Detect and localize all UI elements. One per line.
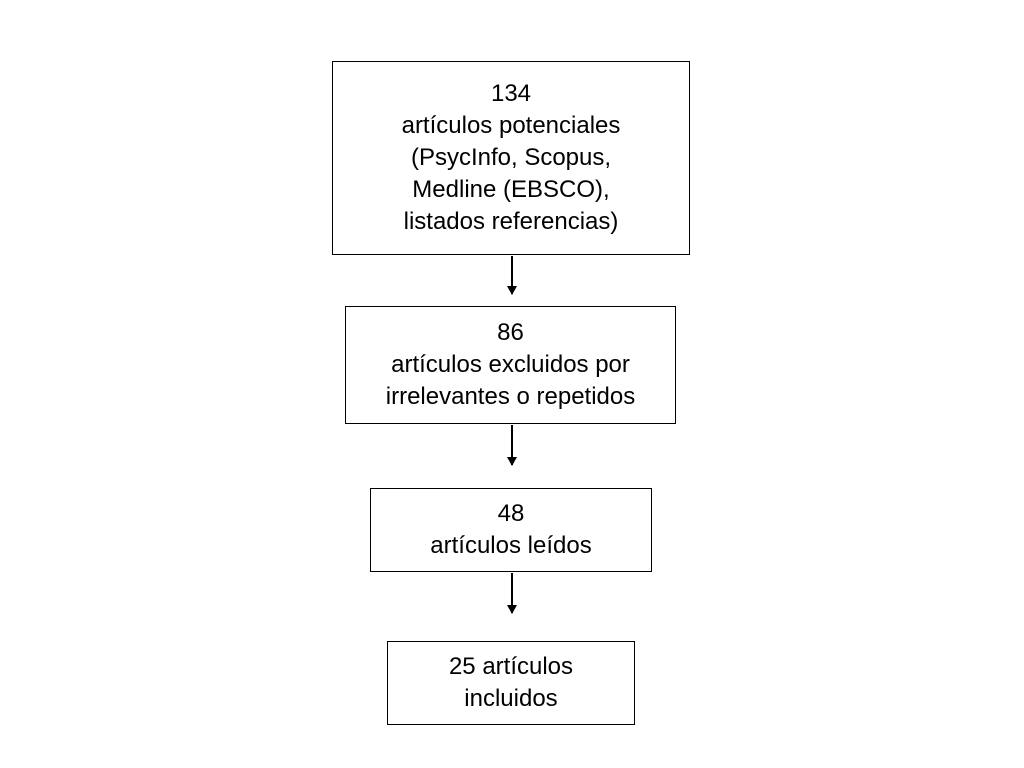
box-line: irrelevantes o repetidos [385,383,636,410]
flow-arrow-down [507,573,517,614]
box-line: Medline (EBSCO), [412,176,610,203]
box-line: 86 [497,319,524,346]
box-line: artículos excluidos por [391,351,630,378]
box-line: artículos leídos [430,532,592,559]
step-box-potential-articles: 134 artículos potenciales (PsycInfo, Sco… [332,61,690,255]
box-line: 134 [490,80,532,107]
flow-arrow-down [507,256,517,295]
flow-arrow-down [507,425,517,466]
step-box-included-articles: 25 artículos incluidos [387,641,635,725]
box-line: incluidos [464,685,558,712]
box-line: 48 [497,500,525,527]
box-line: artículos potenciales [401,112,621,139]
box-line: 25 artículos [448,653,574,680]
box-line: listados referencias) [403,208,619,235]
step-box-excluded-articles: 86 artículos excluidos por irrelevantes … [345,306,676,424]
step-box-read-articles: 48 artículos leídos [370,488,652,572]
box-line: (PsycInfo, Scopus, [410,144,612,171]
